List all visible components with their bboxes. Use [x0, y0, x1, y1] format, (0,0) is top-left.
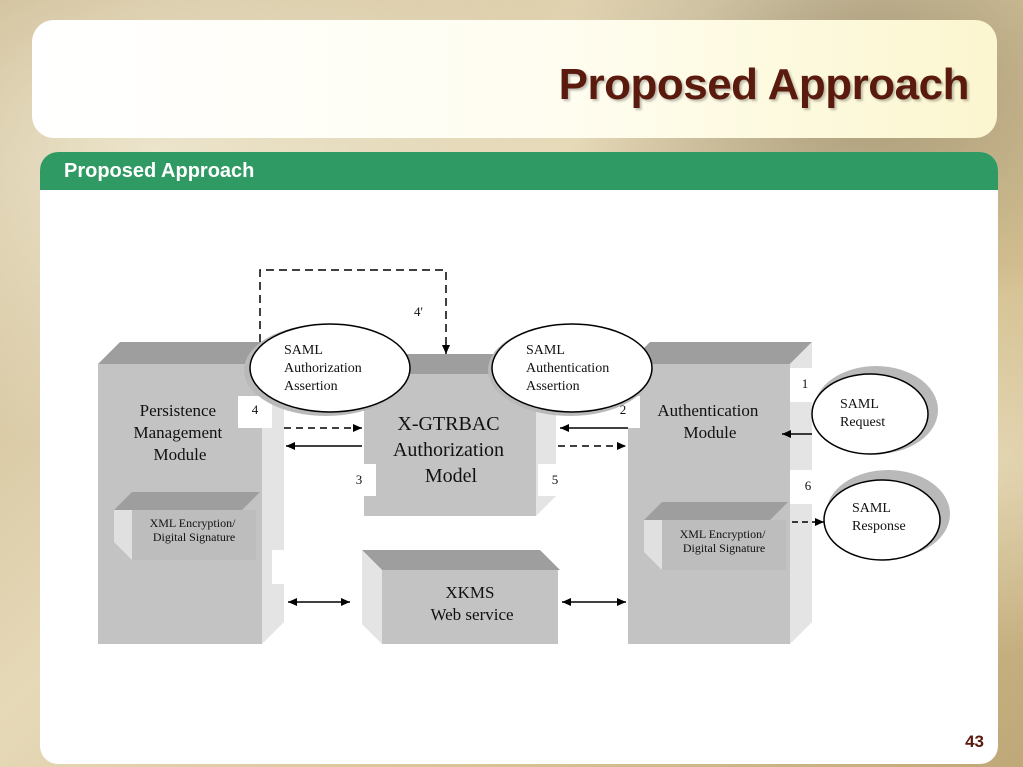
- section-header-bar: Proposed Approach: [40, 152, 998, 190]
- step-label-5: 5: [552, 472, 559, 487]
- saml-response-label: SAML Response: [852, 501, 906, 534]
- page-number: 43: [965, 732, 984, 751]
- architecture-diagram: Persistence Management Module XML Encryp…: [98, 269, 950, 644]
- content-panel: Proposed Approach Persistence Management…: [40, 152, 998, 764]
- authentication-module-block: [628, 342, 812, 644]
- xml-encryption-left-block: [114, 492, 260, 560]
- dashed-loop-4prime: [259, 269, 450, 354]
- saml-authorization-assertion: [244, 323, 411, 416]
- xml-encryption-right-block: [644, 502, 788, 570]
- xkms-block: [362, 550, 560, 644]
- step-box-1: [790, 368, 816, 402]
- saml-authentication-assertion: [488, 323, 653, 416]
- step-label-4prime: 4': [414, 304, 423, 319]
- title-box: Proposed Approach: [32, 20, 997, 138]
- section-header: Proposed Approach: [64, 160, 255, 182]
- step-label-3: 3: [356, 472, 363, 487]
- saml-response: [823, 470, 950, 561]
- step-label-1: 1: [802, 376, 809, 391]
- step-label-6: 6: [805, 478, 812, 493]
- authentication-module-label: Authentication Module: [657, 401, 762, 442]
- step-box-3: [342, 464, 376, 496]
- persistence-module-label: Persistence Management Module: [134, 401, 227, 464]
- saml-authentication-label: SAML Authentication Assertion: [526, 343, 613, 394]
- saml-request: [811, 366, 938, 455]
- step-label-2: 2: [620, 402, 627, 417]
- slide-title: Proposed Approach: [558, 60, 970, 109]
- xml-encryption-left-label: XML Encryption/ Digital Signature: [150, 516, 239, 544]
- saml-authorization-label: SAML Authorization Assertion: [284, 343, 365, 394]
- xml-encryption-right-label: XML Encryption/ Digital Signature: [680, 527, 769, 555]
- step-box-5: [538, 464, 572, 496]
- authorization-model-label: X-GTRBAC Authorization Model: [393, 413, 509, 487]
- xkms-label: XKMS Web service: [430, 583, 513, 624]
- saml-request-label: SAML Request: [840, 397, 885, 430]
- step-label-4: 4: [252, 402, 259, 417]
